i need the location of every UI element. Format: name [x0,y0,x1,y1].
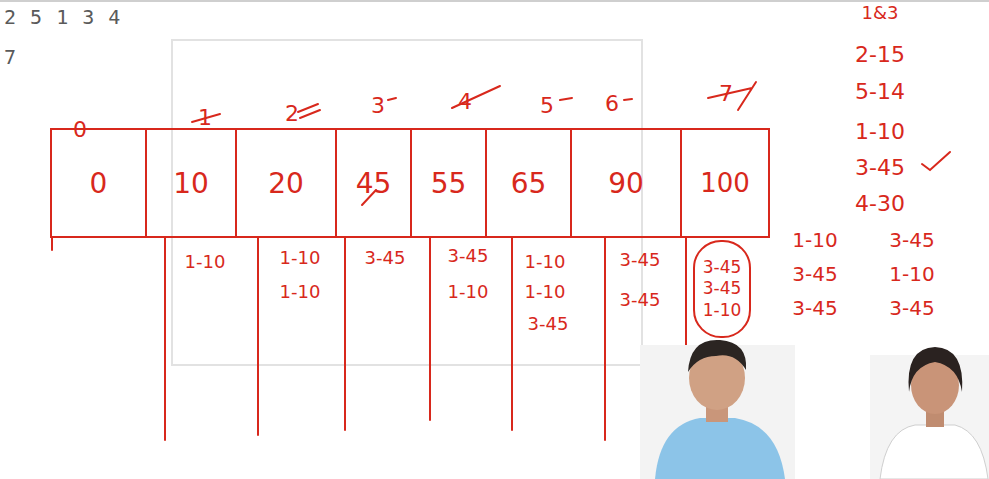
array-cell: 0 [50,128,147,238]
index-number: 0 [73,118,87,142]
array-cell: 65 [485,128,572,238]
index-number: 2 [285,102,299,126]
index-number: 4 [458,90,472,114]
interval-note: 1-10 [525,282,566,302]
pair-entry: 1-10 [703,300,742,321]
interval-note: 3-45 [365,248,406,268]
cell-value: 10 [173,166,209,201]
column-lines [52,238,686,440]
interval-note: 2-15 [855,43,905,67]
interval-note: 4-30 [855,192,905,216]
index-number: 3 [371,94,385,118]
cell-value: 0 [90,166,108,201]
index-number: 5 [540,94,554,118]
interval-note: 5-14 [855,80,905,104]
cell-value: 45 [356,166,392,201]
array-cell: 90 [570,128,682,238]
interval-note: 3-45 [448,246,489,266]
interval-note: 3-45 [528,314,569,334]
interval-note: 1-10 [889,263,934,285]
cell-value: 100 [700,167,750,200]
top-bar [0,0,989,2]
index-number: 6 [605,92,619,116]
interval-note: 3-45 [855,156,905,180]
interval-note: 1-10 [185,252,226,272]
interval-note: 1-10 [280,282,321,302]
interval-note: 3-45 [889,297,934,319]
cell-value: 55 [431,166,467,201]
interval-note: 3-45 [792,297,837,319]
index-number: 7 [719,82,733,106]
interval-note: 3-45 [620,250,661,270]
interval-note: 3-45 [792,263,837,285]
pair-entry: 3-45 [703,257,742,278]
array-cell: 10 [145,128,237,238]
interval-note: 1&3 [862,3,899,23]
console-output: 2 5 1 3 4 [4,6,121,28]
console-output: 7 [4,46,17,68]
interval-note: 3-45 [620,290,661,310]
cell-value: 65 [511,166,547,201]
interval-note: 1-10 [448,282,489,302]
index-number: 1 [198,106,212,130]
cell-value: 90 [608,166,644,201]
pair-entry: 3-45 [703,278,742,299]
interval-note: 1-10 [792,229,837,251]
circled-group: 3-453-451-10 [693,240,751,338]
interval-note: 1-10 [280,248,321,268]
cell-value: 20 [268,166,304,201]
interval-note: 1-10 [525,252,566,272]
video-presenters [640,340,989,479]
array-cell: 55 [410,128,487,238]
interval-note: 3-45 [889,229,934,251]
array-cell: 100 [680,128,770,238]
interval-note: 1-10 [855,120,905,144]
array-cell: 45 [335,128,412,238]
array-cell: 20 [235,128,337,238]
